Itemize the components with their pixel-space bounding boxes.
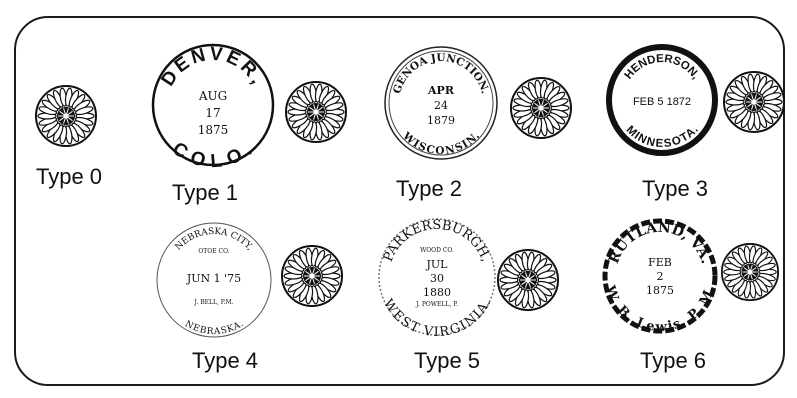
postmark-type-6: RUTLAND, VA. FEB 2 1875 W. B. Lewis, P. …: [600, 216, 720, 336]
type-2-date-year: 1879: [427, 114, 455, 127]
type-3-date: FEB 5 1872: [633, 96, 691, 108]
rosette-killer-type-2: [509, 76, 573, 140]
type-0-label: Type 0: [36, 164, 102, 190]
type-5-sub-bottom: J. POWELL, P.: [415, 301, 458, 308]
svg-text:PARKERSBURGH,: PARKERSBURGH,: [381, 218, 493, 264]
type-6-label: Type 6: [640, 348, 706, 374]
type-1-bottom-arc: COLO.: [169, 138, 259, 168]
type-4-bottom-arc: NEBRASKA.: [183, 319, 245, 337]
postmark-type-4: NEBRASKA CITY, OTOE CO. JUN 1 '75 J. BEL…: [154, 220, 274, 340]
type-2-date-month: APR: [427, 84, 455, 97]
type-2-bottom-arc: WISCONSIN.: [399, 130, 482, 158]
type-4-date: JUN 1 '75: [186, 272, 241, 285]
type-1-date-month: AUG: [198, 89, 227, 103]
type-6-date-year: 1875: [646, 284, 674, 297]
postmark-type-3: HENDERSON, MINNESOTA. FEB 5 1872: [604, 42, 720, 158]
type-4-sub-top: OTOE CO.: [198, 248, 229, 255]
svg-text:COLO.: COLO.: [169, 138, 259, 168]
type-5-date-year: 1880: [423, 286, 451, 299]
type-1-date-year: 1875: [198, 123, 229, 137]
svg-text:DENVER,: DENVER,: [157, 44, 268, 90]
type-2-label: Type 2: [396, 176, 462, 202]
type-5-label: Type 5: [414, 348, 480, 374]
type-1-date-day: 17: [205, 106, 220, 120]
rosette-killer-type-0: [34, 84, 98, 148]
type-5-sub-top: WOOD CO.: [420, 247, 454, 254]
svg-text:WISCONSIN.: WISCONSIN.: [399, 130, 482, 158]
postmark-type-1: DENVER, COLO. AUG 17 1875: [150, 42, 276, 168]
svg-text:NEBRASKA.: NEBRASKA.: [183, 319, 245, 337]
rosette-killer-type-6: [720, 242, 780, 302]
postmark-type-2: GENOA JUNCTION. WISCONSIN. APR 24 1879: [382, 44, 500, 162]
type-4-label: Type 4: [192, 348, 258, 374]
type-5-top-arc: PARKERSBURGH,: [381, 218, 493, 264]
type-2-date-day: 24: [434, 99, 448, 112]
rosette-killer-type-5: [496, 248, 560, 312]
type-5-date-day: 30: [430, 272, 444, 285]
rosette-killer-type-4: [280, 244, 344, 308]
rosette-killer-type-3: [722, 70, 786, 134]
type-1-top-arc: DENVER,: [157, 44, 268, 90]
type-5-date-month: JUL: [426, 258, 449, 271]
type-6-date-day: 2: [657, 270, 664, 283]
postmark-type-5: PARKERSBURGH, WOOD CO. JUL 30 1880 J. PO…: [376, 216, 498, 338]
type-4-sub-bottom: J. BELL, P.M.: [193, 299, 233, 306]
rosette-killer-type-1: [284, 80, 348, 144]
type-6-date-month: FEB: [648, 256, 672, 269]
type-3-label: Type 3: [642, 176, 708, 202]
type-1-label: Type 1: [172, 180, 238, 206]
